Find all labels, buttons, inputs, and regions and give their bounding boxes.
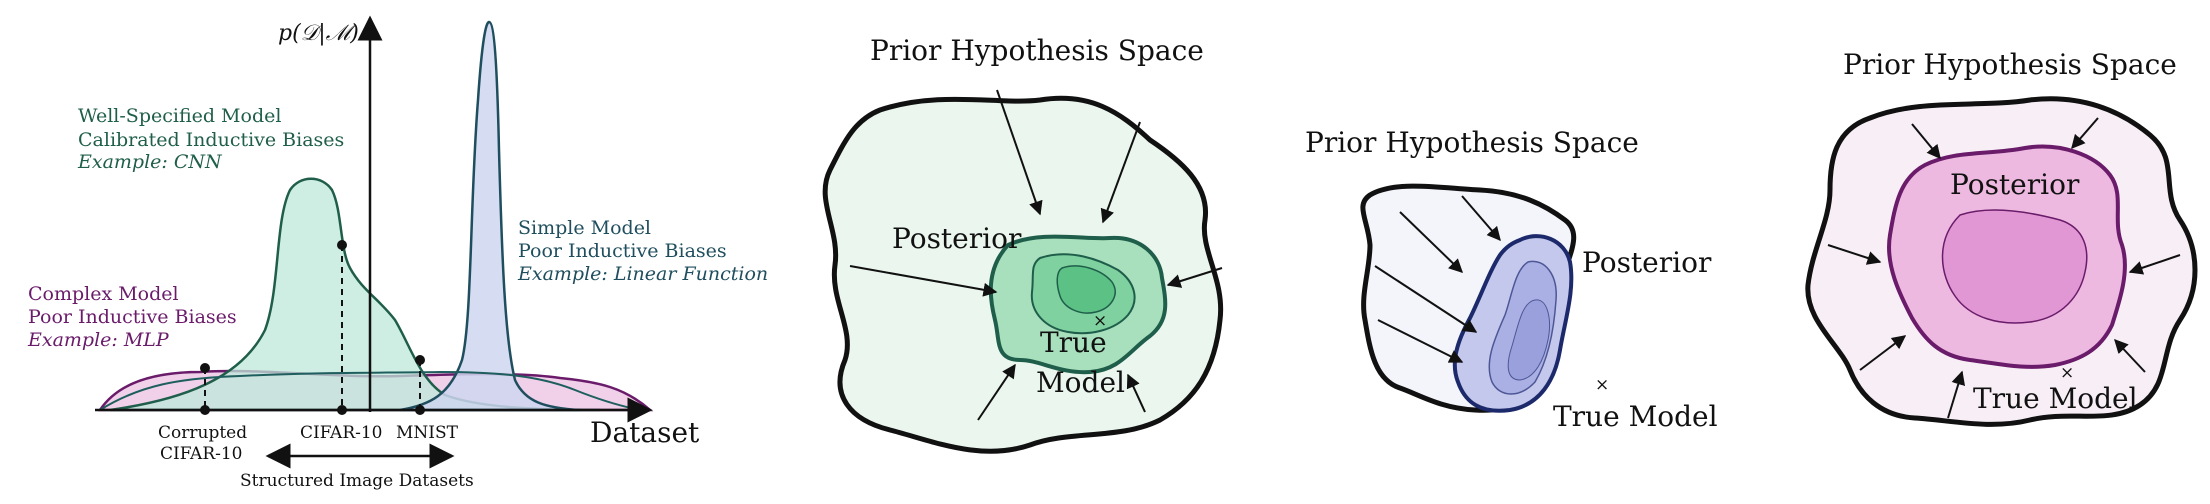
panel-complex-space: Prior Hypothesis Space Posterior × True … [1805, 48, 2198, 427]
panel4-arrow-3 [1827, 244, 1882, 265]
y-axis-label: p(𝒟|ℳ) [278, 21, 359, 46]
panel2-arrow-5 [977, 363, 1016, 421]
panel4-posterior-core [1941, 209, 2088, 324]
cifar-point-axis [337, 405, 347, 415]
well-specified-example: Example: CNN [77, 151, 223, 173]
mixed-baseline-curve [99, 370, 641, 411]
range-label: Structured Image Datasets [240, 471, 474, 491]
panel4-arrow-2 [2071, 117, 2099, 150]
panel3-arrow-3 [1374, 265, 1478, 333]
tick-corrupted-1: Corrupted [158, 423, 247, 443]
panel3-title: Prior Hypothesis Space [1305, 126, 1639, 159]
panel3-arrow-4 [1377, 319, 1464, 363]
simple-example: Example: Linear Function [517, 263, 768, 285]
panel4-arrow-1 [1911, 123, 1941, 160]
panel-evidence-plot: p(𝒟|ℳ) Dataset Well-Specified Model Cali… [27, 15, 768, 491]
panel3-posterior-label: Posterior [1582, 246, 1712, 279]
panel2-true-marker: × [1093, 311, 1107, 331]
panel2-arrow-2 [1100, 121, 1141, 224]
tick-corrupted-2: CIFAR-10 [160, 444, 243, 464]
panel4-arrow-7 [1947, 370, 1966, 419]
panel-simple-space: Prior Hypothesis Space Posterior × True … [1305, 126, 1718, 433]
panel-well-specified-space: Prior Hypothesis Space × Posterior True … [822, 34, 1224, 454]
simple-bias: Poor Inductive Biases [518, 240, 727, 262]
corrupted-point-axis [200, 405, 210, 415]
simple-title: Simple Model [518, 217, 651, 239]
panel4-arrow-4 [2128, 254, 2181, 275]
panel2-title: Prior Hypothesis Space [870, 34, 1204, 67]
panel3-arrow-1 [1399, 211, 1464, 273]
mnist-point-axis [415, 405, 425, 415]
x-axis-label: Dataset [590, 416, 700, 449]
panel2-true-label: True [1040, 326, 1107, 359]
panel2-arrow-1 [996, 89, 1043, 216]
well-specified-bias: Calibrated Inductive Biases [78, 129, 344, 151]
panel4-true-label: True Model [1973, 382, 2138, 415]
panel3-arrow-2 [1461, 195, 1501, 242]
simple-model-curve [399, 20, 581, 412]
tick-cifar: CIFAR-10 [300, 423, 383, 443]
tick-mnist: MNIST [396, 423, 459, 443]
mnist-point-top [415, 355, 425, 365]
complex-example: Example: MLP [27, 329, 170, 351]
panel4-arrow-6 [2114, 338, 2146, 373]
panel2-posterior-label: Posterior [892, 222, 1022, 255]
panel2-posterior-core [1056, 265, 1116, 314]
panel2-arrow-3 [849, 265, 998, 297]
cifar-point-top [337, 240, 347, 250]
complex-title: Complex Model [28, 283, 179, 305]
panel4-arrow-5 [1859, 335, 1907, 371]
panel3-posterior-core [1507, 299, 1550, 381]
panel4-title: Prior Hypothesis Space [1843, 48, 2177, 81]
panel4-true-marker: × [2060, 363, 2074, 383]
corrupted-point-top [200, 363, 210, 373]
panel3-true-label: True Model [1553, 400, 1718, 433]
well-specified-title: Well-Specified Model [78, 105, 281, 127]
panel3-true-marker: × [1595, 375, 1609, 395]
complex-bias: Poor Inductive Biases [28, 306, 237, 328]
panel2-model-label: Model [1036, 366, 1125, 399]
panel2-arrow-6 [1126, 373, 1146, 413]
panel4-posterior-label: Posterior [1950, 168, 2080, 201]
panel2-arrow-4 [1166, 267, 1223, 288]
